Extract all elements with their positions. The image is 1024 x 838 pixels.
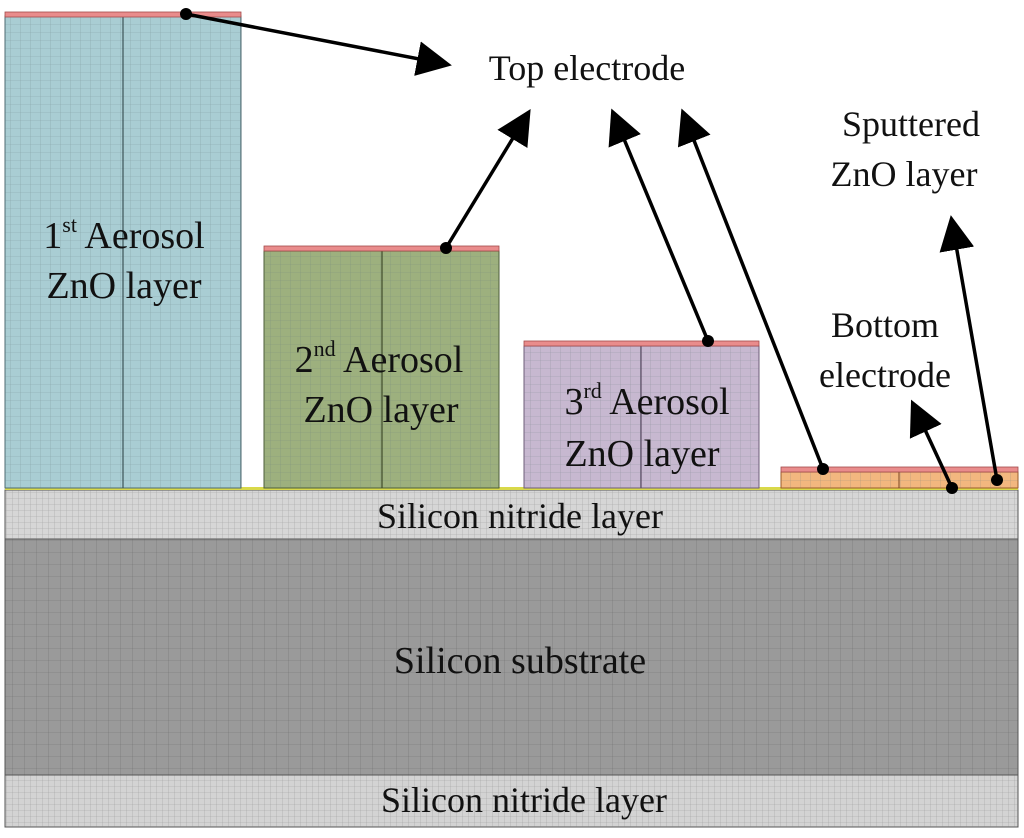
top-electrode-label: Top electrode: [489, 48, 685, 88]
second-top-electrode: [263, 245, 500, 252]
arrow-top-electrode-3: [608, 108, 710, 342]
layer3-label-line1: 3rd Aerosol: [564, 378, 729, 423]
third-top-electrode: [523, 340, 760, 347]
layer1-label-line1: 1st Aerosol: [43, 212, 204, 257]
callout-arrows: [185, 12, 999, 489]
arrow-top-electrode-4: [677, 108, 825, 470]
arrow-bottom-electrode: [909, 399, 954, 489]
arrow-sputtered-zno: [939, 215, 999, 481]
sputtered-label-line1: Sputtered: [842, 104, 980, 144]
arrow-top-electrode-2: [444, 109, 531, 249]
layer3-label-line2: ZnO layer: [564, 433, 719, 475]
nitride-bottom-label: Silicon nitride layer: [381, 780, 667, 820]
sputtered-top-electrode: [780, 466, 1019, 473]
callout-dots: [180, 8, 1003, 494]
layer2-label-line2: ZnO layer: [303, 389, 458, 431]
nitride-top-label: Silicon nitride layer: [377, 496, 663, 536]
first-top-electrode: [4, 11, 242, 18]
arrow-top-electrode-1: [185, 12, 452, 76]
bottom-electrode-label-line2: electrode: [819, 355, 951, 395]
layer1-label-line2: ZnO layer: [46, 265, 201, 307]
first-aerosol-layer: [4, 11, 242, 489]
second-aerosol-layer: [263, 245, 500, 489]
sputtered-label-line2: ZnO layer: [831, 154, 978, 194]
third-aerosol-layer: [523, 340, 760, 489]
sputtered-zno-layer: [780, 466, 1019, 489]
bottom-electrode-label-line1: Bottom: [831, 305, 939, 345]
substrate-label: Silicon substrate: [394, 640, 646, 682]
layer2-label-line1: 2nd Aerosol: [295, 336, 464, 381]
